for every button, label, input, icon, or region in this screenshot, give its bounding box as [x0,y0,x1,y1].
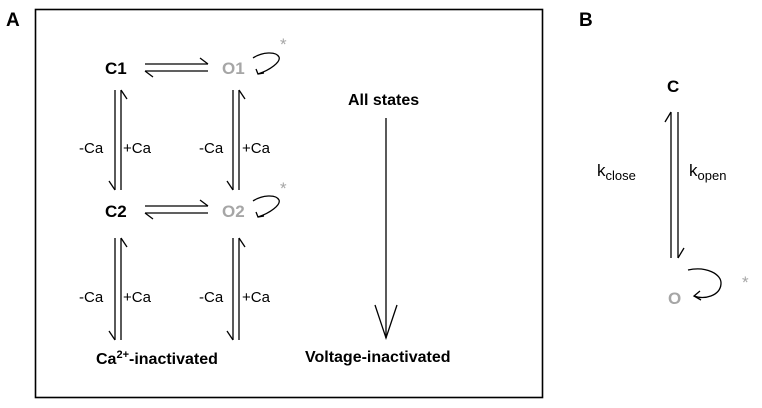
rate-minus-ca-o2-inact: -Ca [199,289,224,306]
o2-asterisk: * [280,179,287,198]
o-asterisk: * [742,273,749,292]
voltage-inactivation-arrow [374,118,398,341]
k-open-base: k [689,161,698,180]
rate-plus-ca-o2-inact: +Ca [242,289,270,306]
state-c1: C1 [105,59,127,78]
k-close-base: k [597,161,606,180]
panel-a-frame [34,8,544,399]
c1-c2-equilibrium-arrow [108,89,128,191]
state-o1: O1 [222,59,245,78]
k-open-sub: open [697,168,727,183]
o-self-loop-arrow [687,268,722,301]
o1-o2-equilibrium-arrow [226,89,246,191]
ca-inactivated-suffix: -inactivated [129,351,218,368]
all-states-label: All states [348,92,420,109]
voltage-inactivated-label: Voltage-inactivated [305,349,451,366]
o1-asterisk: * [280,35,287,54]
k-open-label: kopen [689,162,726,182]
rate-plus-ca-c1-c2: +Ca [123,140,151,157]
rate-minus-ca-c2-inact: -Ca [79,289,104,306]
ca-inactivated-prefix: Ca [96,351,117,368]
state-o: O [668,289,682,308]
c2-o2-equilibrium-arrow [144,199,209,220]
ca-superscript: 2+ [116,349,129,361]
k-close-label: kclose [597,162,636,182]
o1-self-loop-arrow [252,52,280,75]
o2-ca-inactivated-arrow [226,237,246,341]
panel-b-label: B [579,10,593,31]
ca-inactivated-label: Ca2+-inactivated [96,350,218,368]
state-c: C [667,77,680,96]
panel-a-label: A [6,10,20,31]
rate-minus-ca-o1-o2: -Ca [199,140,224,157]
k-close-sub: close [605,168,636,183]
c-o-equilibrium-arrow [664,111,685,259]
state-o2: O2 [222,202,245,221]
o2-self-loop-arrow [252,195,280,218]
c1-o1-equilibrium-arrow [144,57,209,78]
rate-plus-ca-o1-o2: +Ca [242,140,270,157]
rate-minus-ca-c1-c2: -Ca [79,140,104,157]
c2-ca-inactivated-arrow [108,237,128,341]
state-c2: C2 [105,202,127,221]
rate-plus-ca-c2-inact: +Ca [123,289,151,306]
